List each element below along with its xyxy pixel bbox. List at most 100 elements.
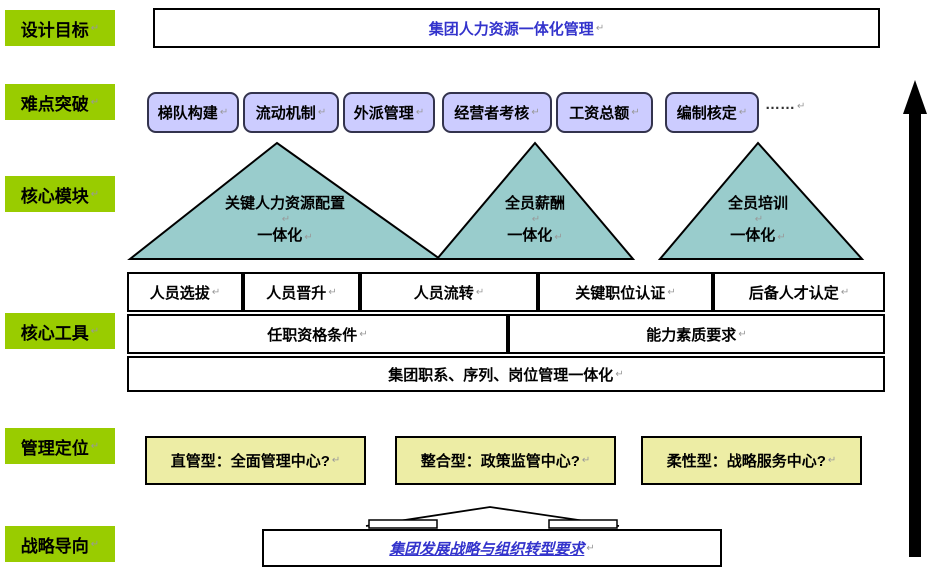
difficulty-item-mobility: 流动机制↵ [243, 92, 339, 133]
row-label-text: 难点突破 [20, 94, 89, 114]
triangle-salary-line1: 全员薪酬 [435, 192, 635, 213]
difficulty-text: 编制核定 [676, 105, 737, 122]
up-arrow-icon [903, 80, 927, 114]
strategy-text: 集团发展战略与组织转型要求 [389, 540, 585, 558]
triangle-text: 一体化 [257, 227, 303, 244]
cell-text: 关键职位认证 [575, 284, 666, 302]
ellipsis-more: ……↵ [765, 96, 805, 113]
paragraph-mark-icon: ↵ [359, 328, 368, 340]
cell-text: 能力素质要求 [646, 326, 737, 344]
table-cell-rotation: 人员流转↵ [360, 272, 538, 312]
paragraph-mark-icon: ↵ [840, 286, 850, 298]
difficulty-item-manager-eval: 经营者考核↵ [442, 92, 552, 133]
ellipsis-text: …… [765, 96, 795, 113]
difficulty-item-tiers: 梯队构建↵ [147, 92, 239, 133]
table-cell-promotion: 人员晋升↵ [243, 272, 360, 312]
triangle-text: 全员薪酬 [504, 195, 565, 212]
paragraph-mark-icon: ↵ [90, 96, 100, 108]
paragraph-mark-icon: ↵ [328, 286, 337, 298]
paragraph-mark-icon: ↵ [531, 107, 540, 118]
difficulty-text: 工资总额 [569, 105, 630, 122]
cell-text: 人员选拔 [149, 284, 210, 302]
paragraph-mark-icon: ↵ [90, 22, 100, 34]
paragraph-mark-icon: ↵ [90, 440, 100, 452]
paragraph-mark-icon: ↵ [738, 107, 748, 118]
row-label-text: 设计目标 [20, 20, 89, 40]
difficulty-item-payroll: 工资总额↵ [556, 92, 653, 133]
paragraph-mark-icon: ↵ [90, 325, 100, 337]
paragraph-mark-icon: ↵ [475, 286, 485, 298]
row-label-strategy: 战略导向↵ [5, 526, 115, 562]
row-label-text: 核心模块 [20, 186, 89, 206]
row-label-text: 管理定位 [20, 438, 89, 458]
paragraph-mark-icon: ↵ [777, 232, 786, 243]
row-label-core-tools: 核心工具↵ [5, 313, 115, 349]
row-label-text: 核心工具 [20, 323, 89, 343]
paragraph-mark-icon: ↵ [754, 214, 764, 225]
table-cell-key-position-cert: 关键职位认证↵ [538, 272, 713, 312]
up-arrow-shaft [909, 110, 921, 557]
paragraph-mark-icon: ↵ [531, 214, 541, 225]
paragraph-mark-icon: ↵ [615, 368, 624, 380]
design-goal-box: 集团人力资源一体化管理↵ [153, 8, 880, 48]
triangle-key-hr-line1: 关键人力资源配置 [165, 192, 405, 213]
row-label-difficulties: 难点突破↵ [5, 84, 115, 120]
paragraph-mark-icon: ↵ [586, 542, 595, 554]
cell-text: 人员流转 [413, 284, 474, 302]
table-cell-reserve-talent: 后备人才认定↵ [713, 272, 885, 312]
difficulty-text: 外派管理 [353, 105, 414, 122]
triangle-training-line1: 全员培训 [658, 192, 858, 213]
table-cell-qualification: 任职资格条件↵ [127, 314, 508, 354]
strategy-callout-right-ledge [548, 519, 618, 529]
paragraph-mark-icon: ↵ [631, 107, 640, 118]
paragraph-mark-icon: ↵ [219, 107, 229, 118]
table-cell-job-system: 集团职系、序列、岗位管理一体化↵ [127, 356, 885, 392]
row-label-text: 战略导向 [20, 536, 89, 556]
triangle-text: 关键人力资源配置 [224, 195, 345, 212]
strategy-box: 集团发展战略与组织转型要求↵ [262, 529, 722, 567]
paragraph-mark-icon: ↵ [90, 188, 100, 200]
option-text: 整合型：政策监管中心? [420, 453, 580, 470]
option-direct-management: 直管型：全面管理中心?↵ [145, 436, 366, 485]
difficulty-text: 流动机制 [255, 105, 316, 122]
row-label-design-goal: 设计目标↵ [5, 10, 115, 46]
paragraph-mark-icon: ↵ [554, 232, 563, 243]
row-label-core-modules: 核心模块↵ [5, 176, 115, 212]
cell-text: 集团职系、序列、岗位管理一体化 [388, 366, 614, 384]
strategy-callout-left-ledge [368, 519, 438, 529]
paragraph-mark-icon: ↵ [90, 538, 100, 550]
paragraph-mark-icon: ↵ [317, 107, 327, 118]
triangle-training-line2: 一体化↵ [658, 224, 858, 245]
triangle-key-hr-line2: 一体化↵ [165, 224, 405, 245]
paragraph-mark-icon: ↵ [595, 22, 605, 34]
paragraph-mark-icon: ↵ [304, 232, 313, 243]
paragraph-mark-icon: ↵ [667, 286, 676, 298]
strategy-callout-roof [365, 506, 620, 527]
option-flexible-service: 柔性型：战略服务中心?↵ [641, 436, 862, 485]
triangle-salary-line2: 一体化↵ [435, 224, 635, 245]
row-label-management-position: 管理定位↵ [5, 428, 115, 464]
difficulty-text: 经营者考核 [454, 105, 530, 122]
option-text: 直管型：全面管理中心? [170, 453, 330, 470]
table-cell-selection: 人员选拔↵ [127, 272, 243, 312]
paragraph-mark-icon: ↵ [415, 107, 425, 118]
table-cell-competency: 能力素质要求↵ [508, 314, 885, 354]
difficulty-item-headcount: 编制核定↵ [665, 92, 759, 133]
cell-text: 人员晋升 [266, 284, 327, 302]
paragraph-mark-icon: ↵ [797, 101, 806, 112]
paragraph-mark-icon: ↵ [827, 455, 837, 466]
paragraph-mark-icon: ↵ [738, 328, 747, 340]
difficulty-text: 梯队构建 [157, 105, 218, 122]
paragraph-mark-icon: ↵ [581, 455, 591, 466]
option-integrated-policy: 整合型：政策监管中心?↵ [395, 436, 616, 485]
triangle-text: 一体化 [730, 227, 776, 244]
design-goal-text: 集团人力资源一体化管理 [428, 20, 594, 38]
difficulty-item-expat: 外派管理↵ [343, 92, 435, 133]
triangle-text: 一体化 [507, 227, 553, 244]
cell-text: 任职资格条件 [267, 326, 358, 344]
triangle-text: 全员培训 [727, 195, 788, 212]
paragraph-mark-icon: ↵ [211, 286, 221, 298]
option-text: 柔性型：战略服务中心? [666, 453, 826, 470]
cell-text: 后备人才认定 [748, 284, 839, 302]
